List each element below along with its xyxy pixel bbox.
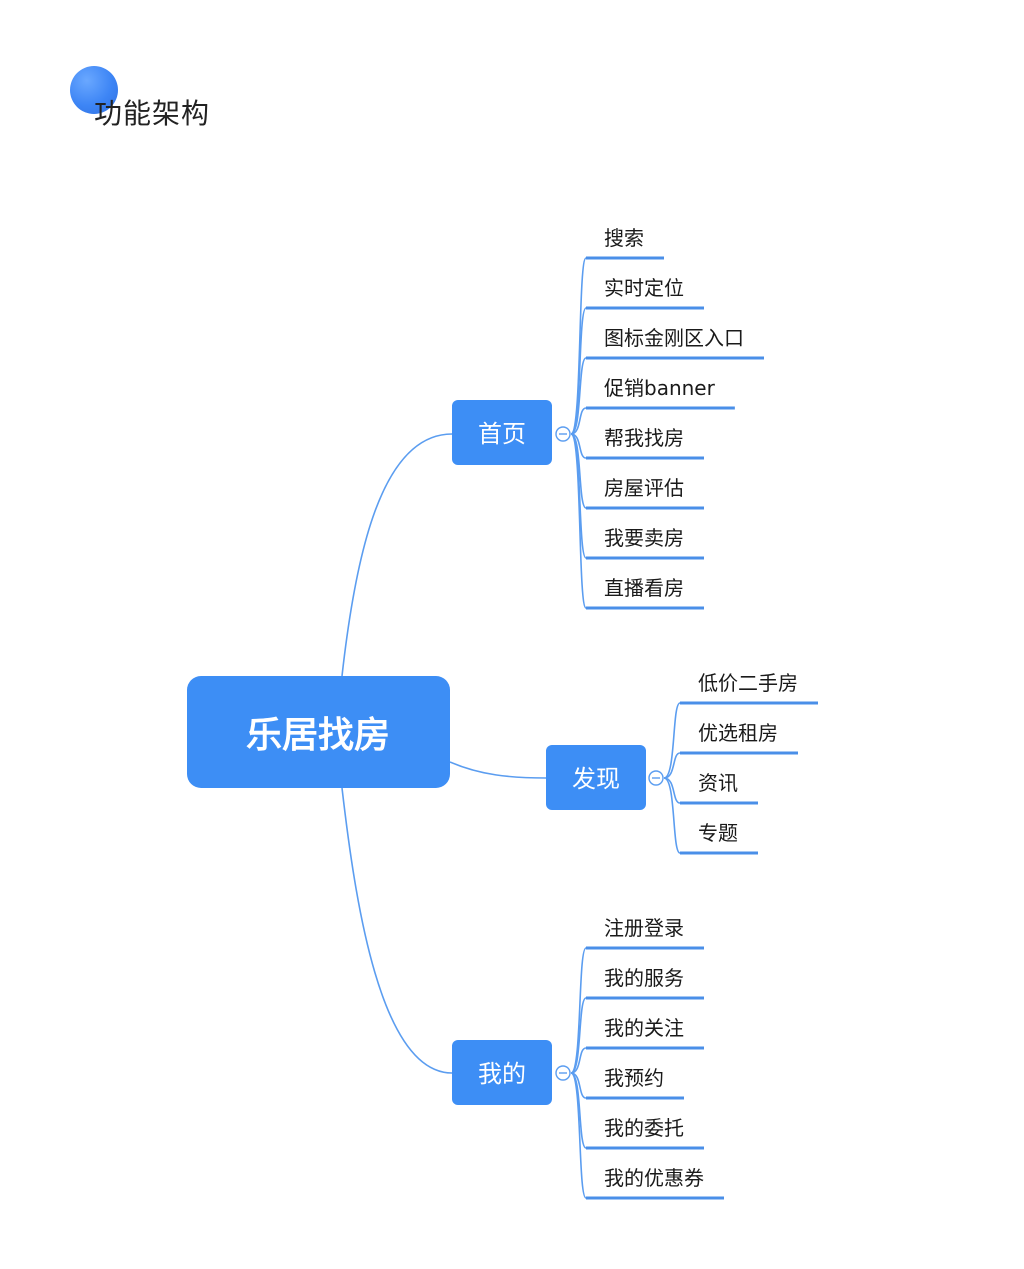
leaf-label-home-5[interactable]: 房屋评估 bbox=[604, 476, 684, 500]
connector-leaf-discover-0 bbox=[663, 702, 681, 779]
leaf-label-home-3[interactable]: 促销banner bbox=[604, 376, 716, 400]
connector-leaf-mine-0 bbox=[570, 947, 587, 1074]
connector-leaf-mine-1 bbox=[570, 997, 587, 1074]
connector-leaf-mine-2 bbox=[570, 1047, 587, 1074]
connector-root-discover bbox=[449, 761, 547, 779]
connector-leaf-home-1 bbox=[570, 307, 587, 435]
leaf-label-home-2[interactable]: 图标金刚区入口 bbox=[604, 326, 744, 350]
root-node-label: 乐居找房 bbox=[246, 715, 390, 756]
connector-root-mine bbox=[341, 787, 453, 1074]
connector-root-home bbox=[341, 433, 453, 677]
leaf-label-mine-1[interactable]: 我的服务 bbox=[604, 966, 684, 990]
branch-node-mine-label: 我的 bbox=[478, 1060, 526, 1088]
section-dot-icon bbox=[70, 66, 118, 114]
connector-leaf-mine-5 bbox=[570, 1072, 587, 1199]
branch-node-mine[interactable]: 我的 bbox=[452, 1040, 552, 1105]
leaf-label-home-4[interactable]: 帮我找房 bbox=[604, 426, 684, 450]
connector-leaf-discover-3 bbox=[663, 777, 681, 854]
connector-leaf-home-2 bbox=[570, 357, 587, 435]
leaf-label-discover-3[interactable]: 专题 bbox=[698, 821, 738, 845]
leaf-label-discover-2[interactable]: 资讯 bbox=[698, 771, 738, 795]
connector-leaf-home-7 bbox=[570, 433, 587, 609]
collapse-toggle-home[interactable] bbox=[555, 426, 571, 442]
section-title: 功能架构 bbox=[94, 97, 211, 130]
leaf-label-discover-0[interactable]: 低价二手房 bbox=[698, 671, 798, 695]
leaf-label-mine-2[interactable]: 我的关注 bbox=[604, 1016, 684, 1040]
leaf-label-home-6[interactable]: 我要卖房 bbox=[604, 526, 684, 550]
leaf-label-mine-4[interactable]: 我的委托 bbox=[604, 1116, 684, 1140]
leaf-label-home-0[interactable]: 搜索 bbox=[604, 226, 644, 250]
connector-leaf-discover-1 bbox=[663, 752, 681, 779]
branch-node-discover-label: 发现 bbox=[572, 765, 620, 793]
leaf-label-home-7[interactable]: 直播看房 bbox=[604, 576, 684, 600]
leaf-label-mine-3[interactable]: 我预约 bbox=[604, 1066, 664, 1090]
leaf-label-home-1[interactable]: 实时定位 bbox=[604, 276, 684, 300]
branch-node-home-label: 首页 bbox=[478, 420, 526, 448]
leaf-label-discover-1[interactable]: 优选租房 bbox=[698, 721, 778, 745]
leaf-label-mine-5[interactable]: 我的优惠券 bbox=[604, 1166, 704, 1190]
connector-leaf-home-3 bbox=[570, 407, 587, 435]
root-node[interactable]: 乐居找房 bbox=[187, 676, 450, 788]
collapse-toggle-discover[interactable] bbox=[648, 770, 664, 786]
leaf-label-mine-0[interactable]: 注册登录 bbox=[604, 916, 684, 940]
branch-node-discover[interactable]: 发现 bbox=[546, 745, 646, 810]
branch-node-home[interactable]: 首页 bbox=[452, 400, 552, 465]
collapse-toggle-mine[interactable] bbox=[555, 1065, 571, 1081]
